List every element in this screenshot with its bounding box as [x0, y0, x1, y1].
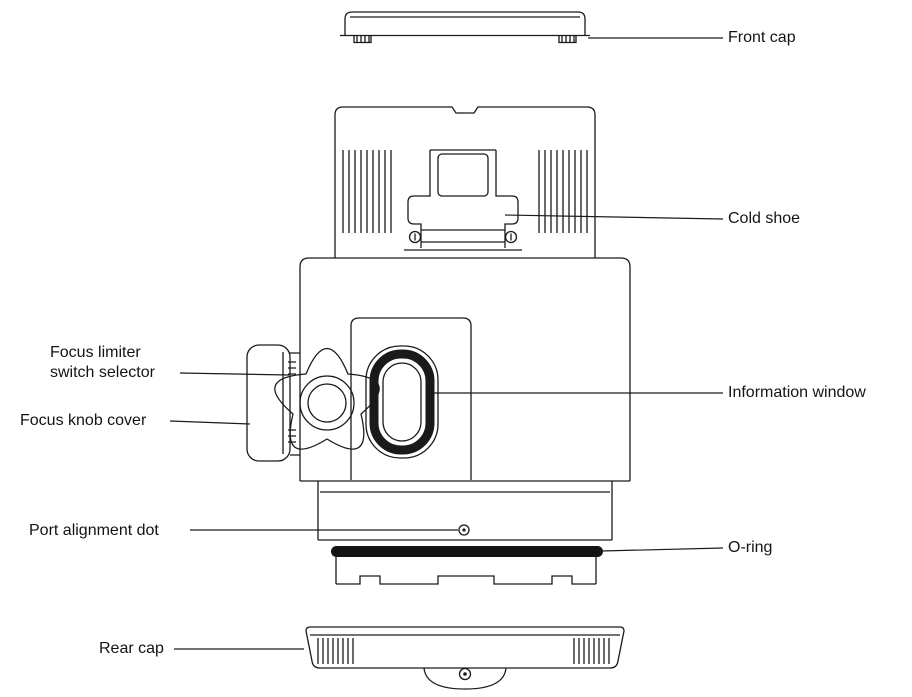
- label-information-window: Information window: [728, 384, 866, 401]
- control-panel-outline: [350, 317, 472, 480]
- focus-knob-star: [274, 347, 380, 450]
- lens-body-top-drawing: [334, 106, 596, 258]
- focus-knob-drawing: [246, 344, 380, 462]
- o-ring-drawing: [331, 546, 603, 557]
- lens-body-lower-drawing: [317, 481, 613, 541]
- label-rear-cap: Rear cap: [99, 640, 164, 657]
- label-focus-limiter-switch-selector: Focus limiter switch selector: [50, 344, 155, 381]
- label-port-alignment-dot: Port alignment dot: [29, 522, 159, 539]
- label-front-cap: Front cap: [728, 29, 796, 46]
- front-cap-drawing: [340, 11, 590, 44]
- leader-focus-limiter: [179, 372, 290, 376]
- grip-ribs-left: [342, 150, 392, 233]
- focus-knob-cover-drawing: [246, 344, 291, 462]
- cold-shoe-drawing: [404, 149, 522, 251]
- label-cold-shoe: Cold shoe: [728, 210, 801, 227]
- label-o-ring: O-ring: [728, 539, 773, 556]
- cold-shoe-screw-left: [408, 230, 422, 244]
- rear-cap-drawing: [305, 626, 625, 690]
- leader-cold-shoe: [504, 214, 724, 220]
- cold-shoe-screw-right: [504, 230, 518, 244]
- label-focus-knob-cover: Focus knob cover: [20, 412, 147, 429]
- port-alignment-dot-drawing: [458, 524, 470, 536]
- information-window-drawing: [365, 345, 439, 459]
- leader-focus-knob-cover: [169, 420, 251, 425]
- grip-ribs-right: [538, 150, 588, 233]
- limiter-switch-marks-upper: [288, 361, 296, 375]
- lens-body-mid-drawing: [290, 257, 631, 482]
- rear-cap-ribs-right: [573, 638, 610, 664]
- leader-lines: [169, 37, 724, 650]
- limiter-switch-marks-lower: [288, 429, 296, 443]
- leader-o-ring: [600, 547, 724, 552]
- rear-cap-ribs-left: [317, 638, 354, 664]
- bayonet-mount-drawing: [335, 557, 597, 585]
